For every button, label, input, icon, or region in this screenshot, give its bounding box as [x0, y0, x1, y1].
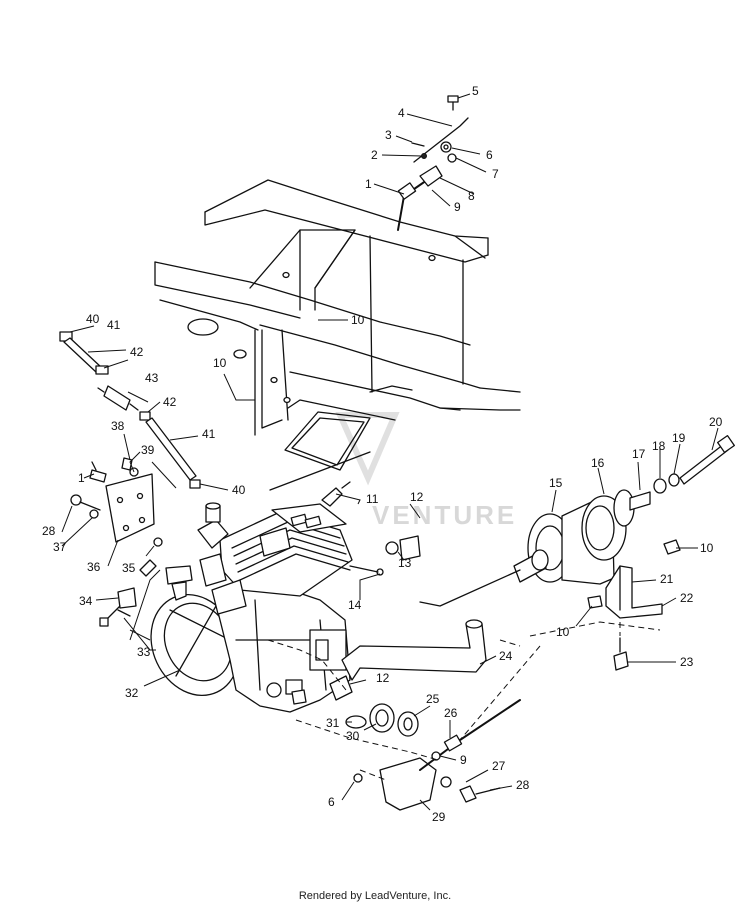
fuel-line-assembly [59, 331, 201, 489]
callout-9: 9 [454, 200, 461, 214]
callout-10: 10 [351, 313, 365, 327]
callout-1: 1 [365, 177, 372, 191]
callout-19: 19 [672, 431, 686, 445]
callout-8: 8 [468, 189, 475, 203]
callout-33: 33 [137, 645, 151, 659]
callout-23: 23 [680, 655, 694, 669]
callout-28: 28 [516, 778, 530, 792]
callout-10: 10 [700, 541, 714, 555]
callout-1: 1 [78, 471, 85, 485]
callout-11: 11 [366, 492, 379, 506]
callout-22: 22 [680, 591, 694, 605]
callout-31: 31 [326, 716, 340, 730]
callout-24: 24 [499, 649, 513, 663]
assembly-dashed-lines [117, 451, 661, 781]
engine-mount-bracket [587, 539, 681, 671]
primer-assembly [99, 559, 157, 627]
callout-25: 25 [426, 692, 440, 706]
callout-17: 17 [632, 447, 646, 461]
callout-13: 13 [398, 556, 412, 570]
callout-4: 4 [398, 106, 405, 120]
callout-41: 41 [107, 318, 121, 332]
svg-text:VENTURE: VENTURE [372, 500, 517, 530]
callout-26: 26 [444, 706, 458, 720]
callout-10: 10 [213, 356, 227, 370]
callout-5: 5 [472, 84, 479, 98]
callout-38: 38 [111, 419, 125, 433]
callout-40: 40 [86, 312, 100, 326]
callout-32: 32 [125, 686, 139, 700]
callout-34: 34 [79, 594, 93, 608]
callout-6: 6 [328, 795, 335, 809]
callout-18: 18 [652, 439, 666, 453]
callout-30: 30 [346, 729, 360, 743]
callout-numbers: 5 4 3 2 6 7 1 8 9 10 40 41 42 43 42 41 3… [42, 84, 723, 824]
callout-42: 42 [130, 345, 144, 359]
callout-43: 43 [145, 371, 159, 385]
callout-42: 42 [163, 395, 177, 409]
callout-20: 20 [709, 415, 723, 429]
engine-block [150, 481, 353, 713]
callout-2: 2 [371, 148, 378, 162]
callout-21: 21 [660, 572, 674, 586]
callout-14: 14 [348, 598, 362, 612]
callout-29: 29 [432, 810, 446, 824]
callout-3: 3 [385, 128, 392, 142]
callout-6: 6 [486, 148, 493, 162]
drive-clutch [513, 434, 736, 585]
callout-37: 37 [53, 540, 67, 554]
exhaust-pipe [329, 619, 487, 701]
callout-12: 12 [376, 671, 390, 685]
callout-35: 35 [122, 561, 136, 575]
callout-28: 28 [42, 524, 56, 538]
callout-36: 36 [87, 560, 101, 574]
leadventure-watermark: VENTURE [335, 412, 517, 530]
callout-41: 41 [202, 427, 216, 441]
callout-7: 7 [492, 167, 499, 181]
callout-9: 9 [460, 753, 467, 767]
callout-16: 16 [591, 456, 605, 470]
throttle-cable [397, 95, 469, 231]
callout-40: 40 [232, 483, 246, 497]
callout-10: 10 [556, 625, 570, 639]
frame-body-panel [154, 179, 521, 471]
intake-boot-clamps [345, 535, 421, 737]
leader-lines [61, 93, 719, 811]
footer-credit: Rendered by LeadVenture, Inc. [298, 890, 452, 902]
callout-39: 39 [141, 443, 155, 457]
callout-27: 27 [492, 759, 506, 773]
callout-12: 12 [410, 490, 424, 504]
callout-15: 15 [549, 476, 563, 490]
